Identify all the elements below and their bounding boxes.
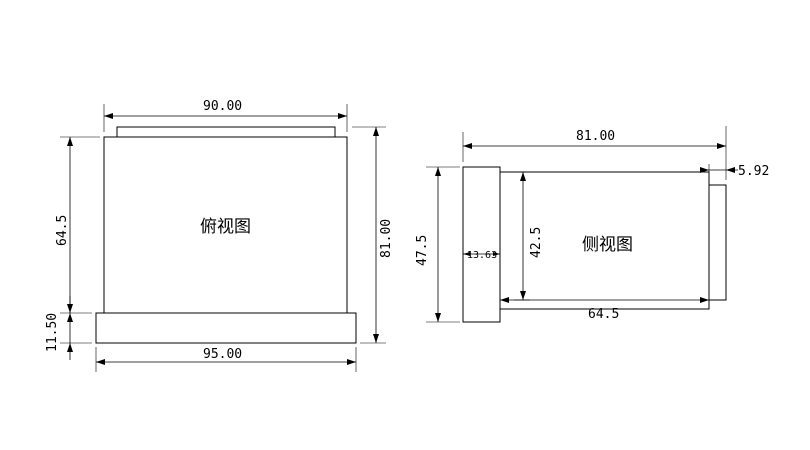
side-dim-475-arrow-top bbox=[435, 167, 441, 176]
side-dim-1363-arrow-left bbox=[463, 252, 470, 256]
side-view-flange bbox=[462, 166, 501, 323]
top-dim-115-arrow-top bbox=[67, 313, 73, 322]
side-dim-425-label: 42.5 bbox=[529, 227, 544, 258]
side-dim-645-arrow-right bbox=[700, 297, 709, 303]
side-dim-475-label: 47.5 bbox=[415, 235, 430, 266]
top-dim-90-arrow-right bbox=[338, 113, 347, 119]
top-dim-90-label: 90.00 bbox=[203, 99, 242, 114]
top-dim-95-arrow-right bbox=[347, 359, 356, 365]
side-view-tab bbox=[708, 184, 727, 301]
top-dim-115-label: 11.50 bbox=[45, 313, 60, 352]
top-dim-81-arrow-top bbox=[373, 127, 379, 136]
top-view-base bbox=[95, 312, 357, 344]
side-dim-81-arrow-left bbox=[463, 143, 472, 149]
side-dim-1363-arrow-right bbox=[493, 252, 500, 256]
top-dim-645-label: 64.5 bbox=[55, 215, 70, 246]
side-dim-592-arrow-right bbox=[726, 167, 735, 173]
side-dim-1363-label: 13.63 bbox=[467, 250, 497, 261]
top-dim-115-arrow-bottom bbox=[67, 343, 73, 352]
side-dim-592-label: 5.92 bbox=[738, 164, 769, 179]
top-dim-90-arrow-left bbox=[104, 113, 113, 119]
top-dim-95-arrow-left bbox=[96, 359, 105, 365]
side-view: 侧视图 81.00 5.92 47.5 13.63 42.5 bbox=[415, 126, 769, 323]
side-dim-475-arrow-bottom bbox=[435, 313, 441, 322]
side-dim-592-arrow-left bbox=[700, 167, 709, 173]
top-view: 俯视图 90.00 64.5 11.50 81.00 95. bbox=[45, 99, 394, 372]
top-dim-81-arrow-bottom bbox=[373, 334, 379, 343]
side-dim-81-arrow-right bbox=[717, 143, 726, 149]
top-view-cap bbox=[116, 126, 336, 138]
top-view-body bbox=[103, 136, 348, 314]
top-dim-95-label: 95.00 bbox=[203, 347, 242, 362]
side-dim-645-label: 64.5 bbox=[588, 307, 619, 322]
side-dim-425-arrow-top bbox=[520, 172, 526, 181]
side-dim-81-label: 81.00 bbox=[576, 129, 615, 144]
side-view-title: 侧视图 bbox=[582, 235, 633, 255]
side-dim-425-arrow-bottom bbox=[520, 291, 526, 300]
top-dim-81-label: 81.00 bbox=[379, 219, 394, 258]
top-view-title: 俯视图 bbox=[200, 217, 251, 237]
top-dim-645-arrow-top bbox=[67, 137, 73, 146]
side-dim-645-arrow-left bbox=[500, 297, 509, 303]
